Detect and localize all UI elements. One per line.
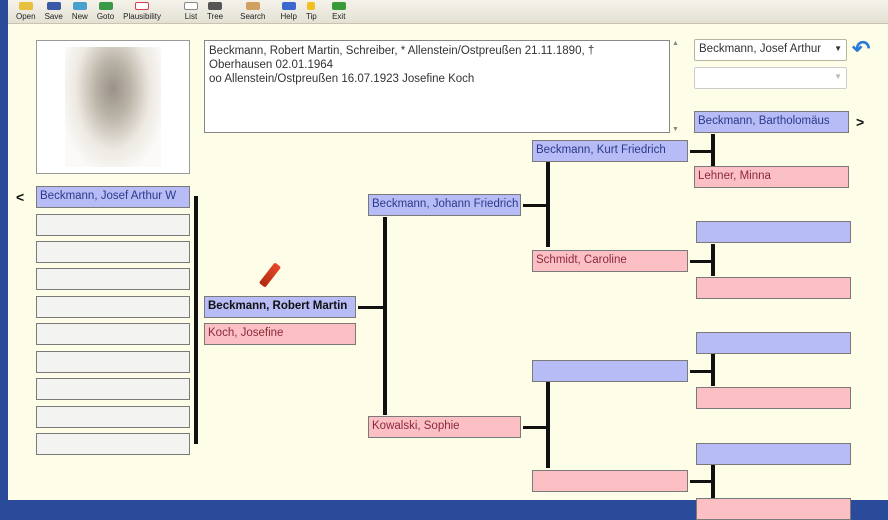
child-slot[interactable]: Beckmann, Josef Arthur W [36,186,190,208]
search-icon [245,2,260,10]
nav-left-arrow[interactable]: < [16,189,25,205]
child-slot[interactable] [36,433,190,455]
plausibility-icon [135,2,150,10]
great-grandparent-box[interactable] [696,332,851,354]
connector [690,150,712,153]
open-button[interactable]: Open [16,0,36,23]
child-slot[interactable] [36,241,190,263]
connector [546,161,550,247]
tree-icon [208,2,223,10]
person-notes[interactable]: Beckmann, Robert Martin, Schreiber, * Al… [204,40,670,133]
children-connector [194,196,198,444]
great-grandparent-box[interactable] [696,221,851,243]
grandmother-paternal-box[interactable]: Schmidt, Caroline [532,250,688,272]
new-person-icon [72,2,87,10]
grandmother-maternal-box[interactable] [532,470,688,492]
pedigree-view: Beckmann, Robert Martin, Schreiber, * Al… [8,24,888,520]
connector [546,382,550,468]
person-photo[interactable] [36,40,190,174]
edit-pencil-icon[interactable] [258,262,282,288]
exit-icon [331,2,346,10]
child-slot[interactable] [36,378,190,400]
lightbulb-icon [307,2,316,10]
portrait-image [65,47,161,167]
father-box[interactable]: Beckmann, Johann Friedrich [368,194,521,216]
spouse-box[interactable]: Koch, Josefine [204,323,356,345]
list-icon [183,2,198,10]
save-icon [46,2,61,10]
tip-button[interactable]: Tip [306,0,317,23]
secondary-select[interactable]: ▼ [694,67,847,89]
connector [711,244,715,276]
undo-icon[interactable]: ↶ [852,36,871,61]
child-slot[interactable] [36,351,190,373]
great-grandparent-box[interactable] [696,387,851,409]
new-button[interactable]: New [72,0,88,23]
person-select[interactable]: Beckmann, Josef Arthur ▼ [694,39,847,61]
great-grandparent-box[interactable]: Beckmann, Bartholomäus [694,111,849,133]
notes-scrollbar[interactable]: ▲▼ [672,40,679,133]
mother-box[interactable]: Kowalski, Sophie [368,416,521,438]
chevron-down-icon: ▼ [834,44,842,53]
child-slot[interactable] [36,323,190,345]
goto-icon [98,2,113,10]
connector [711,354,715,386]
connector [523,204,547,207]
help-button[interactable]: Help [280,0,297,23]
connector [711,134,715,166]
great-grandparent-box[interactable] [696,498,851,520]
exit-button[interactable]: Exit [331,0,346,23]
connector [690,370,712,373]
parents-connector [383,217,387,415]
child-slot[interactable] [36,406,190,428]
plausibility-button[interactable]: Plausibility [123,0,161,23]
search-button[interactable]: Search [240,0,265,23]
child-slot[interactable] [36,268,190,290]
connector [711,464,715,500]
connector [690,480,712,483]
great-grandparent-box[interactable] [696,277,851,299]
save-button[interactable]: Save [45,0,63,23]
grandfather-paternal-box[interactable]: Beckmann, Kurt Friedrich [532,140,688,162]
proband-box[interactable]: Beckmann, Robert Martin [204,296,356,318]
great-grandparent-box[interactable]: Lehner, Minna [694,166,849,188]
connector [523,426,547,429]
connector [358,306,384,309]
help-icon [281,2,296,10]
goto-button[interactable]: Goto [97,0,114,23]
connector [690,260,712,263]
toolbar: Open Save New Goto Plausibility List Tre… [8,0,888,24]
child-slot[interactable] [36,214,190,236]
nav-right-arrow[interactable]: > [856,114,865,130]
tree-button[interactable]: Tree [207,0,223,23]
child-slot[interactable] [36,296,190,318]
folder-icon [18,2,33,10]
grandfather-maternal-box[interactable] [532,360,688,382]
great-grandparent-box[interactable] [696,443,851,465]
chevron-down-icon: ▼ [834,72,842,81]
list-button[interactable]: List [183,0,198,23]
